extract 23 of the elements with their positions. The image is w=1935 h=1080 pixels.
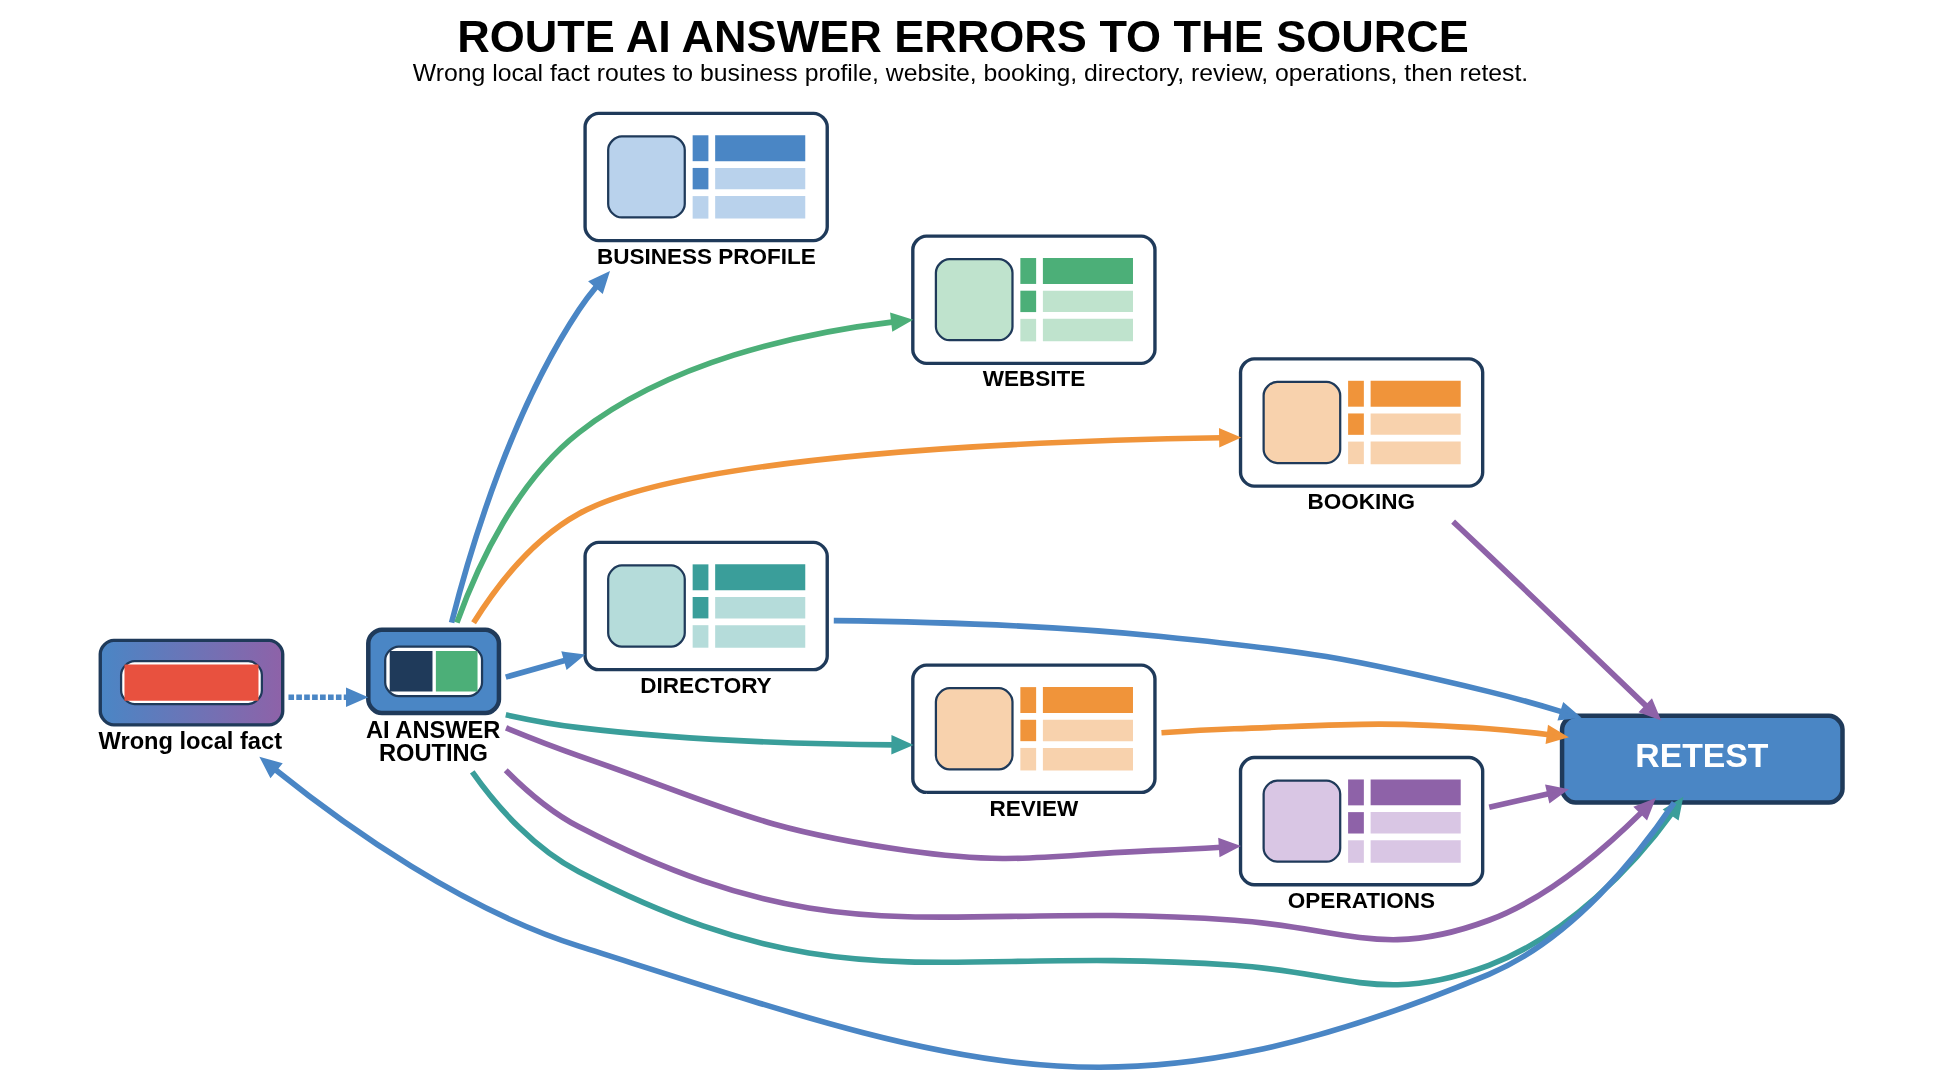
arrow — [504, 651, 585, 680]
arrow — [503, 768, 1656, 943]
arrow — [453, 312, 913, 624]
arrow — [287, 687, 368, 707]
node-box: RETEST — [1559, 713, 1845, 805]
arrow — [448, 270, 610, 624]
arrow — [504, 725, 1241, 862]
node-label: OPERATIONS — [1287, 887, 1435, 913]
arrow — [1450, 519, 1661, 721]
node-label: BUSINESS PROFILE — [596, 243, 816, 269]
arrow — [470, 428, 1241, 625]
arrow — [258, 756, 1676, 1071]
node-label: Wrong local fact — [98, 727, 282, 754]
arrow — [1160, 721, 1569, 745]
node-label: AI ANSWER ROUTING — [365, 716, 500, 767]
arrow — [469, 770, 1683, 988]
node-label: BOOKING — [1307, 489, 1415, 515]
arrow — [1488, 784, 1569, 810]
arrow — [833, 617, 1582, 721]
node-label: DIRECTORY — [639, 672, 772, 698]
arrow — [504, 712, 914, 755]
node-label: WEBSITE — [982, 366, 1085, 392]
node-label: REVIEW — [988, 795, 1078, 821]
